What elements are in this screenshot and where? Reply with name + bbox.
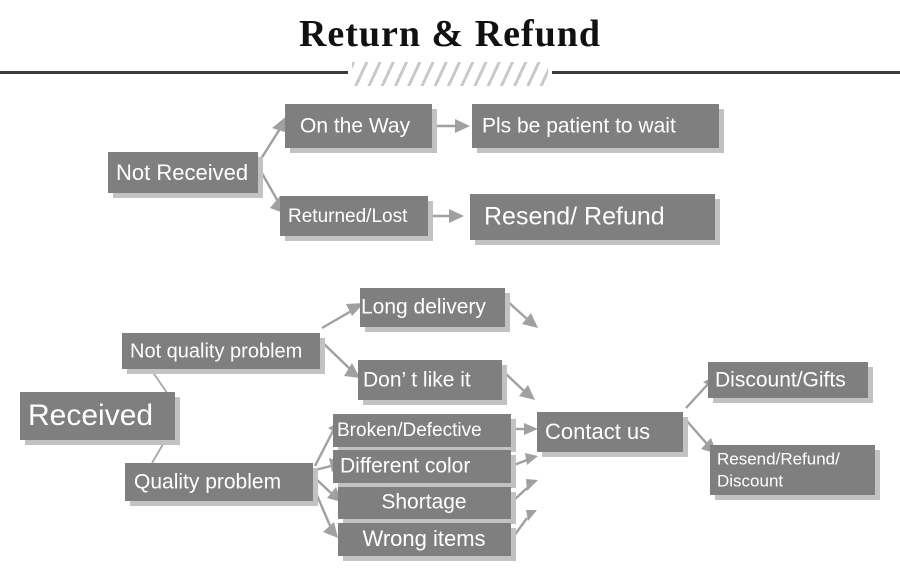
- connector-wrongitems-contactus: [513, 510, 537, 537]
- node-resend-refund-label: Resend/ Refund: [484, 203, 665, 231]
- node-contact-us[interactable]: Contact us: [537, 412, 688, 457]
- node-shortage[interactable]: Shortage: [338, 487, 516, 524]
- node-on-the-way-label: On the Way: [300, 115, 411, 138]
- connector-dontlike-contactus: [504, 372, 535, 400]
- node-resend-refund-discount-line2: Discount: [717, 471, 783, 490]
- node-contact-us-label: Contact us: [545, 419, 650, 444]
- node-quality-problem-label: Quality problem: [134, 471, 281, 494]
- node-long-delivery[interactable]: Long delivery: [360, 288, 510, 332]
- connector-returnedlost-resendrefund: [430, 209, 464, 223]
- connector-differentcolor-contactus: [513, 453, 538, 467]
- header-divider: [0, 62, 900, 88]
- connector-notquality-dontlike: [321, 341, 360, 378]
- node-wrong-items[interactable]: Wrong items: [338, 523, 516, 561]
- connector-ontheway-plsbepatient: [434, 119, 470, 133]
- node-broken-defective[interactable]: Broken/Defective: [333, 414, 516, 452]
- node-different-color-label: Different color: [340, 455, 470, 478]
- node-pls-be-patient-label: Pls be patient to wait: [482, 115, 676, 138]
- node-dont-like-it[interactable]: Don’ t like it: [358, 360, 507, 405]
- node-resend-refund-discount-line1: Resend/Refund/: [717, 449, 840, 468]
- node-received[interactable]: Received: [20, 392, 180, 445]
- node-resend-refund[interactable]: Resend/ Refund: [470, 194, 720, 245]
- divider-rule-right: [552, 71, 900, 74]
- node-not-received-label: Not Received: [116, 160, 248, 185]
- page-title: Return & Refund: [298, 13, 602, 55]
- node-pls-be-patient[interactable]: Pls be patient to wait: [472, 104, 724, 153]
- node-resend-refund-discount[interactable]: Resend/Refund/ Discount: [710, 445, 880, 500]
- node-discount-gifts-label: Discount/Gifts: [715, 369, 846, 392]
- connector-shortage-contactus: [513, 479, 538, 501]
- connector-broken-contactus: [514, 423, 538, 435]
- flowchart: Not Received On the Way Pls be patient t…: [20, 104, 880, 561]
- node-different-color[interactable]: Different color: [333, 450, 516, 488]
- node-broken-defective-label: Broken/Defective: [337, 420, 482, 441]
- node-returned-lost-label: Returned/Lost: [288, 206, 408, 227]
- node-wrong-items-label: Wrong items: [362, 526, 485, 551]
- node-dont-like-it-label: Don’ t like it: [363, 369, 471, 392]
- node-received-label: Received: [28, 399, 153, 432]
- connector-notreceived-ontheway: [257, 115, 288, 163]
- node-on-the-way[interactable]: On the Way: [285, 104, 437, 153]
- hatched-divider-icon: [352, 62, 548, 86]
- node-not-quality-problem[interactable]: Not quality problem: [122, 333, 325, 374]
- connector-notquality-longdelivery: [321, 303, 364, 330]
- node-quality-problem[interactable]: Quality problem: [125, 463, 318, 506]
- node-returned-lost[interactable]: Returned/Lost: [280, 196, 433, 241]
- connector-longdelivery-contactus: [506, 300, 538, 328]
- node-long-delivery-label: Long delivery: [361, 296, 486, 319]
- node-not-received[interactable]: Not Received: [108, 152, 263, 198]
- node-shortage-label: Shortage: [381, 491, 466, 514]
- node-discount-gifts[interactable]: Discount/Gifts: [708, 362, 873, 403]
- node-not-quality-problem-label: Not quality problem: [130, 340, 302, 362]
- divider-rule-left: [0, 71, 348, 74]
